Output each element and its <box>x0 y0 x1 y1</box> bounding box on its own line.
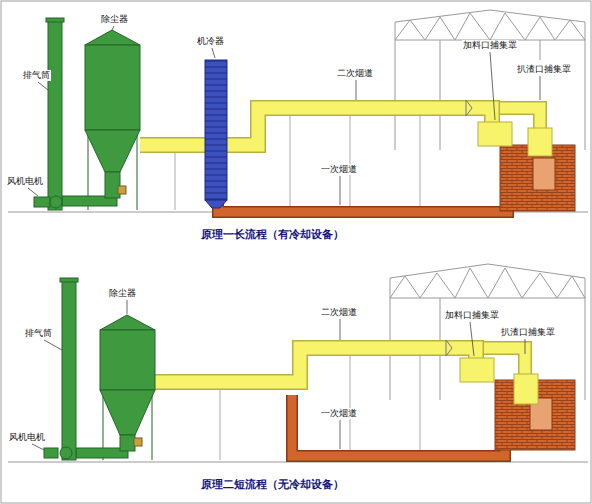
long-process <box>8 10 588 212</box>
part-label: 风机电机 <box>6 176 44 187</box>
part-label: 排气筒 <box>24 328 53 339</box>
part-label: 排气筒 <box>22 70 51 81</box>
part-label: 二次烟道 <box>320 307 358 318</box>
part-label: 扒渣口捕集罩 <box>516 64 572 75</box>
part-label: 加料口捕集罩 <box>462 40 518 51</box>
part-label: 扒渣口捕集罩 <box>500 327 556 338</box>
part-label: 机冷器 <box>196 36 225 47</box>
part-label: 二次烟道 <box>336 68 374 79</box>
part-label: 风机电机 <box>8 432 46 443</box>
part-label: 除尘器 <box>100 14 129 25</box>
part-label: 加料口捕集罩 <box>444 310 500 321</box>
part-label: 除尘器 <box>108 288 137 299</box>
caption: 原理二短流程（无冷却设备） <box>200 478 345 491</box>
part-label: 一次烟道 <box>320 164 358 175</box>
caption: 原理一长流程（有冷却设备） <box>200 228 345 241</box>
part-label: 一次烟道 <box>320 408 358 419</box>
short-process <box>8 264 588 462</box>
